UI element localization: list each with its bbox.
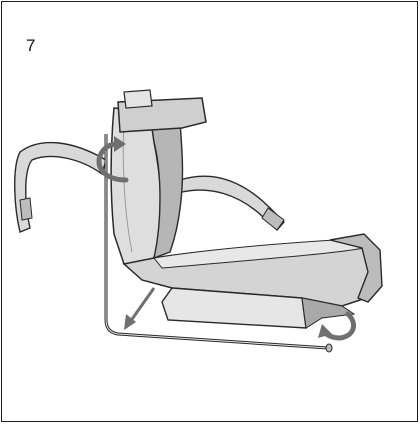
right-strap bbox=[179, 175, 285, 232]
seat-underside-shadow bbox=[301, 297, 356, 329]
seat-frame-rod-inner bbox=[105, 134, 329, 349]
backrest-back-panel bbox=[149, 113, 184, 260]
rotate-arrow-left-icon bbox=[96, 136, 129, 183]
seat-cover-illustration bbox=[14, 89, 383, 353]
down-arrow-icon bbox=[124, 287, 156, 330]
headrest-strap-top bbox=[123, 89, 153, 109]
seat-front-bolster bbox=[329, 233, 383, 303]
rod-end-cap bbox=[325, 343, 333, 353]
left-strap-buckle bbox=[19, 197, 33, 221]
right-strap-buckle bbox=[261, 207, 285, 231]
backrest-seam bbox=[122, 121, 133, 253]
rotate-arrow-right-icon bbox=[318, 311, 357, 341]
left-strap bbox=[14, 141, 107, 233]
seat-underside-flap bbox=[161, 287, 307, 329]
step-number: 7 bbox=[26, 36, 36, 55]
